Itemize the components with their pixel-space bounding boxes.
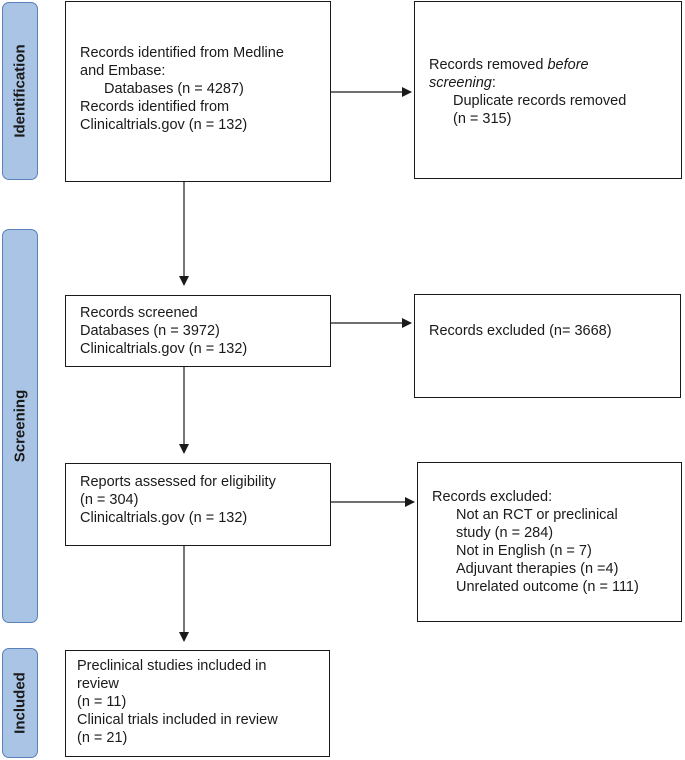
assessed-count: (n = 304) bbox=[80, 492, 139, 508]
identified-line-1: Records identified from Medline bbox=[80, 45, 284, 61]
records-excluded-screening-box: Records excluded (n= 3668) bbox=[414, 294, 681, 398]
screened-clinicaltrials: Clinicaltrials.gov (n = 132) bbox=[80, 341, 248, 357]
reports-assessed-box: Reports assessed for eligibility (n = 30… bbox=[65, 463, 331, 546]
records-removed-box: Records removed before screening: Duplic… bbox=[414, 1, 682, 179]
identified-line-2: and Embase: bbox=[80, 63, 166, 79]
identified-clinicaltrials: Clinicaltrials.gov (n = 132) bbox=[80, 117, 248, 133]
removed-duplicates: Duplicate records removed bbox=[453, 93, 627, 109]
identification-stage-bar: Identification bbox=[2, 2, 38, 180]
excluded-reason: study (n = 284) bbox=[456, 525, 554, 541]
removed-line-1: Records removed before bbox=[429, 57, 589, 73]
included-stage-bar: Included bbox=[2, 648, 38, 758]
screened-databases: Databases (n = 3972) bbox=[80, 323, 220, 339]
included-preclinical-count: (n = 11) bbox=[77, 694, 127, 710]
studies-included-box: Preclinical studies included in review (… bbox=[65, 650, 330, 757]
excluded-reason: Unrelated outcome (n = 111) bbox=[456, 579, 639, 595]
included-clinical-count: (n = 21) bbox=[77, 730, 128, 746]
removed-line-2: screening: bbox=[429, 75, 496, 91]
identified-databases: Databases (n = 4287) bbox=[104, 81, 244, 97]
excluded-reason: Not in English (n = 7) bbox=[456, 543, 592, 559]
excluded-eligibility-title: Records excluded: bbox=[432, 489, 553, 505]
records-screened-box: Records screened Databases (n = 3972) Cl… bbox=[65, 295, 331, 367]
included-clinical: Clinical trials included in review bbox=[77, 712, 278, 728]
records-excluded-eligibility-box: Records excluded: Not an RCT or preclini… bbox=[417, 462, 682, 622]
excluded-screening-count: Records excluded (n= 3668) bbox=[429, 323, 612, 339]
assessed-line-1: Reports assessed for eligibility bbox=[80, 474, 276, 490]
assessed-clinicaltrials: Clinicaltrials.gov (n = 132) bbox=[80, 510, 248, 526]
screened-line-1: Records screened bbox=[80, 305, 198, 321]
included-preclinical-cont: review bbox=[77, 676, 119, 692]
records-identified-box: Records identified from Medline and Emba… bbox=[65, 1, 331, 182]
identified-line-4: Records identified from bbox=[80, 99, 230, 115]
screening-stage-bar: Screening bbox=[2, 229, 38, 623]
included-preclinical: Preclinical studies included in bbox=[77, 658, 267, 674]
excluded-reason: Adjuvant therapies (n =4) bbox=[456, 561, 619, 577]
removed-count: (n = 315) bbox=[453, 111, 512, 127]
excluded-reason: Not an RCT or preclinical bbox=[456, 507, 618, 523]
